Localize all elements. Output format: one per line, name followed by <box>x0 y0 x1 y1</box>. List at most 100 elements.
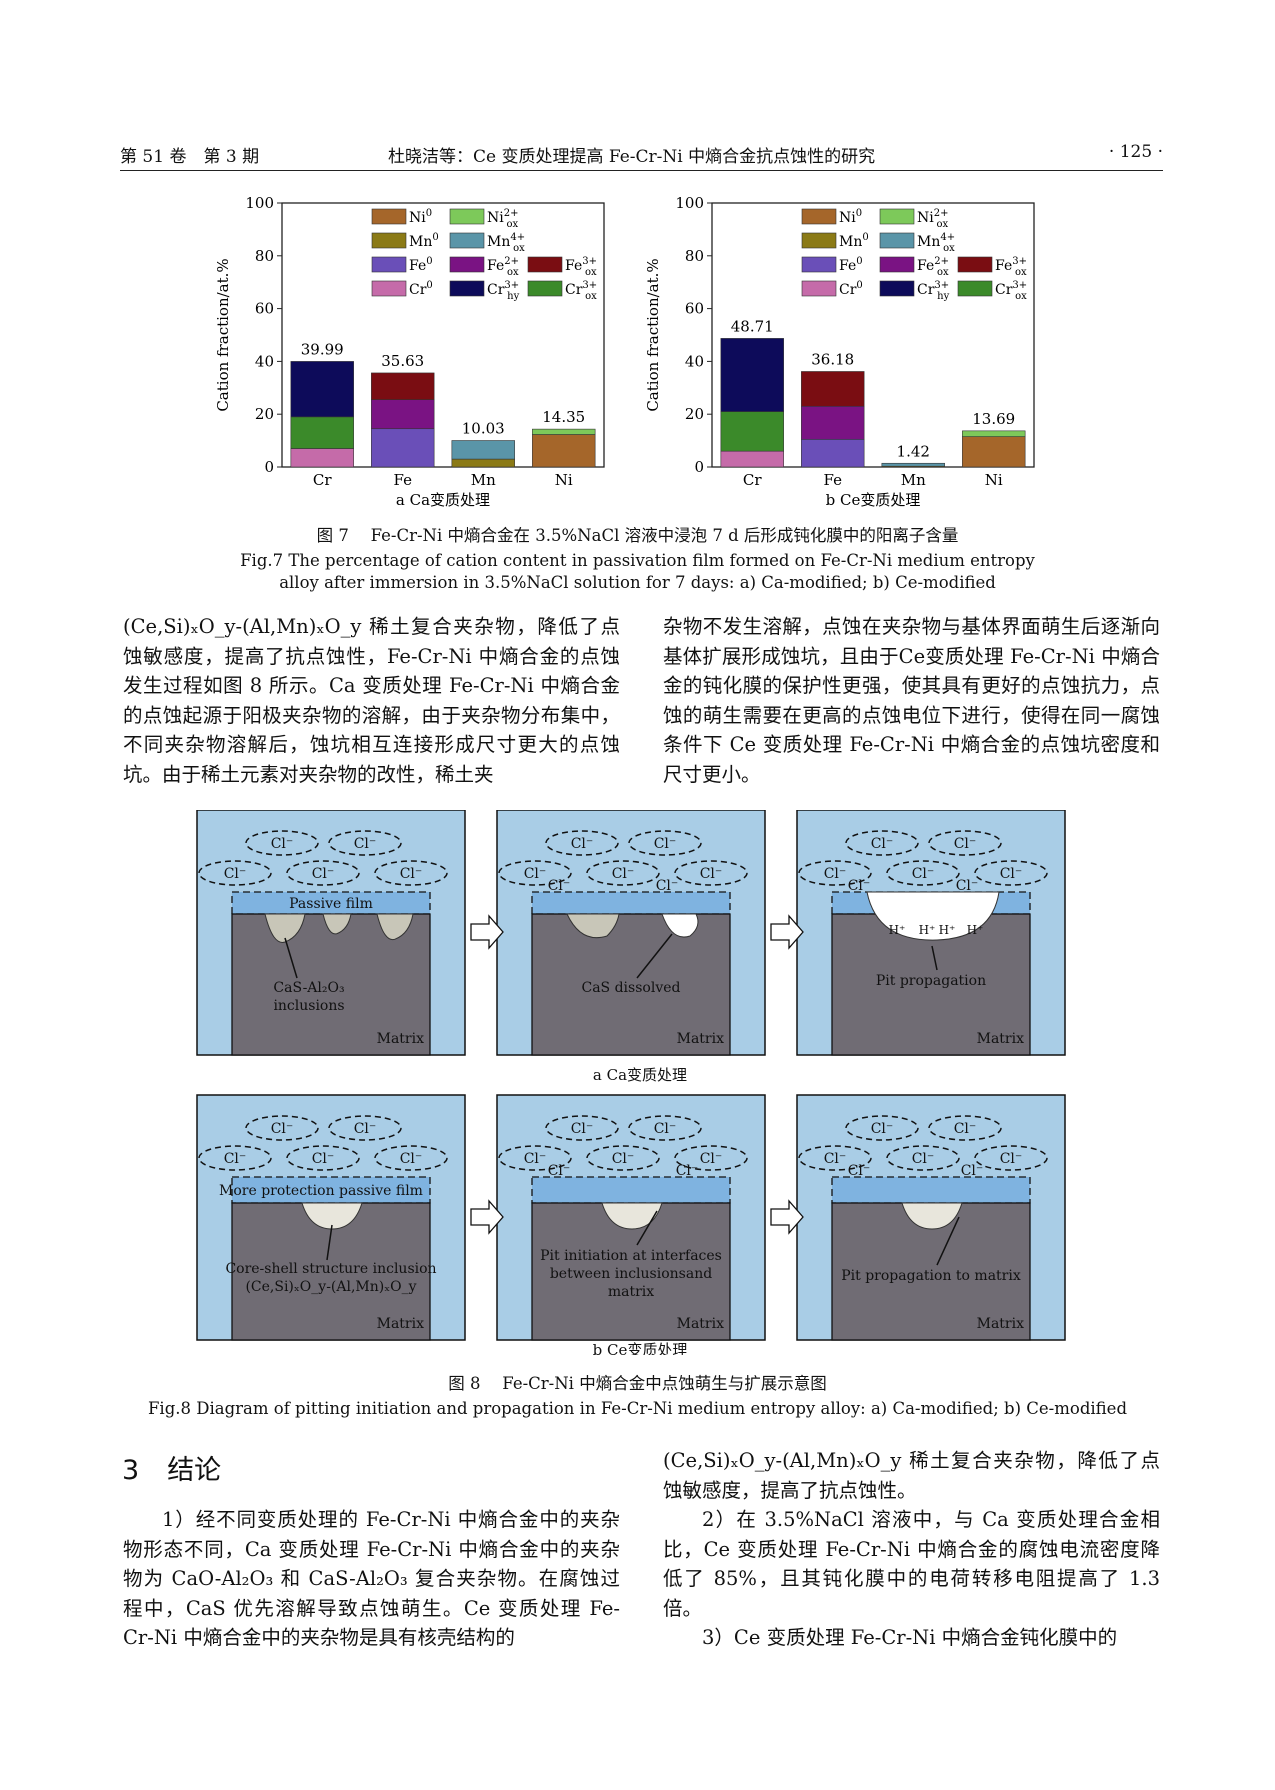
y-tick-label: 60 <box>685 300 704 318</box>
legend-label-Fe0: Fe0 <box>409 256 433 274</box>
passive-film-label: More protection passive film <box>219 1183 423 1199</box>
hydrogen-ion-label: H⁺ <box>889 923 906 937</box>
data-label: 36.18 <box>811 350 854 368</box>
bar-segment-Mn0 <box>451 458 515 468</box>
row-b-label: b Ce变质处理 <box>593 1341 688 1355</box>
chloride-ion-ring <box>374 1145 448 1171</box>
chloride-ion-ring <box>845 830 919 856</box>
legend-label-Fe3ox: Fe3+ox <box>565 256 597 278</box>
legend-swatch-Fe0 <box>371 256 407 273</box>
chloride-ion-ring <box>674 1145 748 1171</box>
chloride-label: Cl⁻ <box>700 866 723 882</box>
chloride-label: Cl⁻ <box>400 866 423 882</box>
x-tick-label: Mn <box>901 471 926 489</box>
chloride-label: Cl⁻ <box>612 866 635 882</box>
passive-film-label: Passive film <box>289 896 373 912</box>
chloride-ion-ring <box>974 860 1048 886</box>
legend-swatch-Mn0 <box>801 232 837 249</box>
chloride-label: Cl⁻ <box>548 1163 571 1179</box>
pointer-arrow <box>636 933 673 979</box>
matrix-label: Matrix <box>677 1316 724 1332</box>
legend-swatch-Cr3hy <box>879 280 915 297</box>
legend-swatch-Fe0 <box>801 256 837 273</box>
core-shell-formula: (Ce,Si)ₓO_y-(Al,Mn)ₓO_y <box>245 1279 416 1295</box>
data-label: 39.99 <box>301 340 344 358</box>
hydrogen-ion-label: H⁺ <box>919 923 936 937</box>
chloride-ion-ring <box>628 1115 702 1141</box>
y-tick-label: 100 <box>675 195 704 212</box>
inclusion <box>264 913 306 943</box>
data-label: 13.69 <box>972 410 1015 428</box>
chloride-label: Cl⁻ <box>400 1151 423 1167</box>
init-label-2: between inclusionsand <box>550 1266 712 1282</box>
chloride-ion-ring <box>845 1115 919 1141</box>
legend-label-Mn0: Mn0 <box>409 232 439 250</box>
chloride-label: Cl⁻ <box>956 878 979 894</box>
bar-segment-Cr0 <box>290 448 354 468</box>
chloride-label: Cl⁻ <box>676 1163 699 1179</box>
chloride-label: Cl⁻ <box>571 836 594 852</box>
process-arrow <box>470 1199 504 1235</box>
chloride-ion-ring <box>245 830 319 856</box>
chloride-label: Cl⁻ <box>312 866 335 882</box>
chloride-ion-ring <box>198 860 272 886</box>
legend-label-Fe0: Fe0 <box>839 256 863 274</box>
chloride-label: Cl⁻ <box>824 1151 847 1167</box>
x-tick-label: Cr <box>313 471 332 489</box>
matrix-label: Matrix <box>977 1031 1024 1047</box>
chloride-label: Cl⁻ <box>271 836 294 852</box>
row-a-label: a Ca变质处理 <box>593 1066 687 1084</box>
legend-swatch-Fe3ox <box>957 256 993 273</box>
chloride-label: Cl⁻ <box>548 878 571 894</box>
legend-label-Ni0: Ni0 <box>409 208 432 226</box>
legend-label-Ni2ox: Ni2+ox <box>917 208 949 230</box>
chloride-label: Cl⁻ <box>700 1151 723 1167</box>
body-text-left: (Ce,Si)ₓO_y-(Al,Mn)ₓO_y 稀土复合夹杂物，降低了点蚀敏感度… <box>123 615 620 786</box>
chloride-ion-ring <box>928 830 1002 856</box>
matrix-label: Matrix <box>677 1031 724 1047</box>
data-label: 10.03 <box>462 420 505 438</box>
process-arrow <box>470 914 504 950</box>
chloride-ion-ring <box>198 1145 272 1171</box>
legend-label-Mn4ox: Mn4+ox <box>487 232 525 254</box>
init-label-1: Pit initiation at interfaces <box>540 1248 722 1264</box>
chloride-label: Cl⁻ <box>824 866 847 882</box>
pointer-arrow <box>284 937 298 979</box>
bar-segment-Ni2ox <box>962 430 1026 437</box>
core-shell-inclusion <box>601 1202 663 1230</box>
dissolved-label: CaS dissolved <box>582 980 681 996</box>
chloride-label: Cl⁻ <box>354 1121 377 1137</box>
legend-label-Cr0: Cr0 <box>409 280 433 298</box>
pointer-arrow <box>636 1210 658 1246</box>
process-arrow <box>770 1199 804 1235</box>
plot-frame <box>281 202 605 468</box>
bar-segment-Fe0 <box>371 428 435 468</box>
data-label: 35.63 <box>381 352 424 370</box>
chloride-ion-ring <box>674 860 748 886</box>
legend-swatch-Cr3hy <box>449 280 485 297</box>
legend-label-Fe2ox: Fe2+ox <box>917 256 949 278</box>
legend-label-Cr3hy: Cr3+hy <box>917 280 950 302</box>
legend-swatch-Fe2ox <box>879 256 915 273</box>
bar-segment-Mn4ox <box>451 440 515 460</box>
legend-label-Cr3ox: Cr3+ox <box>995 280 1027 302</box>
chloride-ion-ring <box>886 1145 960 1171</box>
x-tick-label: Cr <box>743 471 762 489</box>
chloride-label: Cl⁻ <box>1000 1151 1023 1167</box>
legend-swatch-Ni2ox <box>879 208 915 225</box>
legend-swatch-Cr3ox <box>957 280 993 297</box>
inclusion-label-1: CaS-Al₂O₃ <box>273 980 344 996</box>
chloride-label: Cl⁻ <box>912 866 935 882</box>
bar-segment-Ni0 <box>962 436 1026 468</box>
body-text-right: 杂物不发生溶解，点蚀在夹杂物与基体界面萌生后逐渐向基体扩展形成蚀坑，且由于Ce变… <box>663 615 1160 786</box>
passive-film <box>831 1176 1031 1204</box>
chloride-ion-ring <box>928 1115 1002 1141</box>
legend-swatch-Ni0 <box>801 208 837 225</box>
bar-segment-Cr3ox <box>720 411 784 452</box>
chloride-label: Cl⁻ <box>571 1121 594 1137</box>
y-tick-label: 100 <box>245 195 274 212</box>
bar-segment-Fe3ox <box>371 372 435 400</box>
